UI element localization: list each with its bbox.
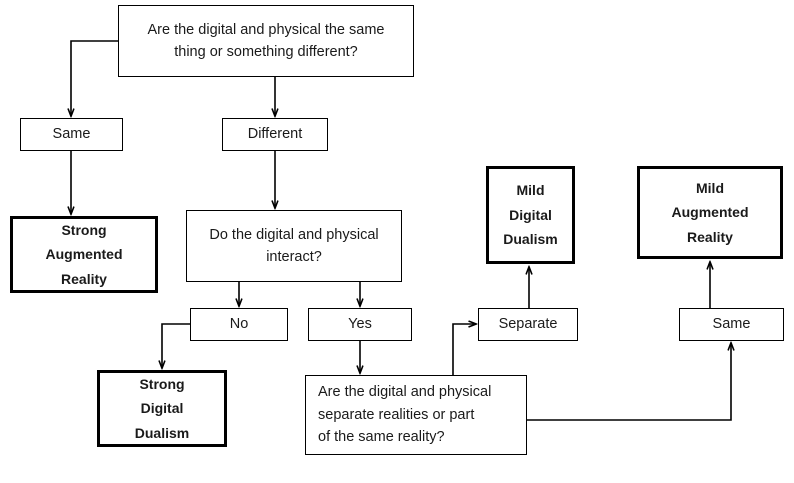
- answer-same-reality-label: Same: [712, 316, 751, 333]
- answer-separate: Separate: [478, 308, 578, 341]
- question-do-they-interact-label: Do the digital and physical interact?: [209, 226, 379, 265]
- answer-no-label: No: [229, 316, 249, 333]
- result-strong-augmented-reality-label: Strong Augmented Reality: [45, 221, 123, 287]
- answer-yes-label: Yes: [348, 316, 372, 333]
- answer-separate-label: Separate: [498, 316, 558, 333]
- answer-same-reality: Same: [679, 308, 784, 341]
- answer-different: Different: [222, 118, 328, 151]
- edge-no-to-strong-digital-dualism: [162, 323, 190, 368]
- answer-same: Same: [20, 118, 123, 151]
- result-mild-digital-dualism: Mild Digital Dualism: [486, 166, 575, 264]
- question-same-or-different: Are the digital and physical the same th…: [118, 5, 414, 77]
- question-do-they-interact: Do the digital and physical interact?: [186, 210, 402, 282]
- result-strong-digital-dualism: Strong Digital Dualism: [97, 370, 227, 447]
- question-separate-or-same-reality-label: Are the digital and physical separate re…: [318, 384, 492, 446]
- result-strong-digital-dualism-label: Strong Digital Dualism: [134, 375, 190, 441]
- result-mild-augmented-reality-label: Mild Augmented Reality: [671, 179, 749, 245]
- edge-reality-to-separate: [452, 324, 476, 375]
- question-separate-or-same-reality: Are the digital and physical separate re…: [305, 375, 527, 455]
- result-mild-augmented-reality: Mild Augmented Reality: [637, 166, 783, 259]
- result-mild-digital-dualism-label: Mild Digital Dualism: [503, 182, 558, 248]
- answer-no: No: [190, 308, 288, 341]
- edge-reality-to-same: [527, 343, 731, 421]
- answer-different-label: Different: [247, 126, 303, 143]
- answer-same-label: Same: [52, 126, 91, 143]
- result-strong-augmented-reality: Strong Augmented Reality: [10, 216, 158, 293]
- edge-question1-to-same: [71, 40, 118, 116]
- question-same-or-different-label: Are the digital and physical the same th…: [147, 21, 385, 60]
- answer-yes: Yes: [308, 308, 412, 341]
